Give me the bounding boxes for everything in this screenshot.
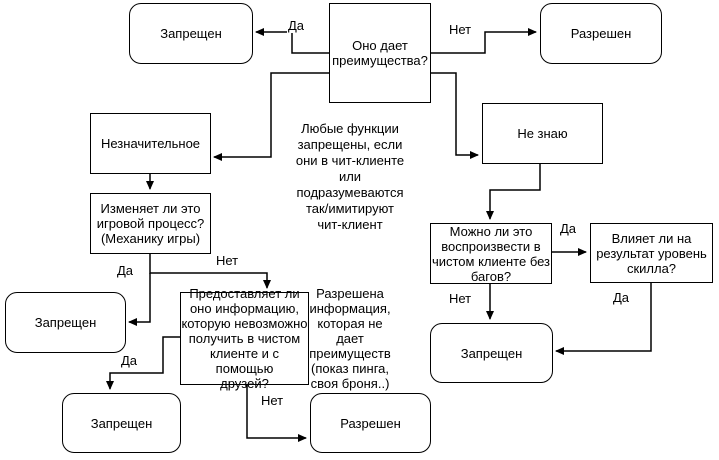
connector-gameplay-no-info	[149, 253, 271, 289]
connector-advantage-insignificant	[213, 72, 329, 161]
edge-label-advantage-yes: Да	[287, 18, 306, 33]
connector-advantage-unknown	[430, 72, 479, 159]
edge-label-reproduce-yes: Да	[559, 221, 578, 236]
node-question-advantage: Оно дает преимущества?	[329, 3, 431, 103]
node-allowed-top: Разрешен	[540, 3, 662, 64]
connector-info-yes-forbidden	[106, 336, 180, 390]
node-question-reproduce: Можно ли это воспроизвести в чистом клие…	[430, 223, 552, 284]
node-forbidden-bottom-right: Запрещен	[430, 323, 553, 383]
node-question-skill: Влияет ли на результат уровень скилла?	[590, 223, 713, 283]
note-allowed-info: Разрешена информация, которая не дает пр…	[309, 286, 391, 391]
node-forbidden-mid-left: Запрещен	[5, 292, 126, 353]
node-forbidden-top: Запрещен	[129, 3, 253, 64]
edge-label-info-no: Нет	[260, 393, 285, 408]
node-question-gameplay: Изменяет ли это игровой процесс? (Механи…	[90, 193, 211, 254]
connector-gameplay-yes-forbidden	[128, 273, 151, 326]
edge-label-advantage-no: Нет	[448, 22, 473, 37]
connector-skill-yes-forbidden	[555, 283, 652, 355]
connector-advantage-yes-forbidden	[255, 28, 329, 54]
edge-label-gameplay-yes: Да	[116, 263, 135, 278]
node-allowed-bottom: Разрешен	[310, 393, 431, 453]
edge-label-gameplay-no: Нет	[215, 253, 240, 268]
edge-label-info-yes: Да	[120, 353, 139, 368]
node-unknown: Не знаю	[482, 103, 603, 164]
edge-label-skill-yes: Да	[612, 290, 631, 305]
connector-info-no-allowed	[246, 385, 307, 442]
node-question-info: Предоставляет ли оно информацию, которую…	[180, 286, 309, 391]
connector-unknown-reproduce	[486, 163, 541, 220]
connector-advantage-no-allowed	[430, 28, 537, 54]
node-forbidden-bottom-left: Запрещен	[62, 393, 181, 453]
edge-label-reproduce-no: Нет	[448, 291, 473, 306]
note-cheat-client-rule: Любые функции запрещены, если они в чит-…	[295, 121, 405, 232]
node-insignificant: Незначительное	[90, 113, 211, 174]
